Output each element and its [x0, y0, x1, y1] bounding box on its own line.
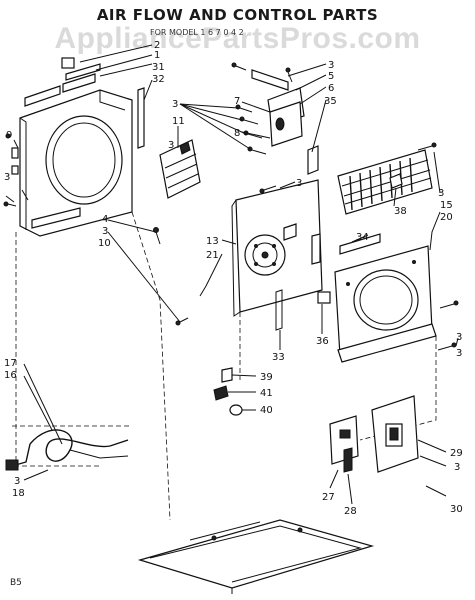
callout-9: 9 — [6, 130, 12, 141]
callout-29: 29 — [450, 448, 463, 459]
callout-41: 41 — [260, 388, 273, 399]
callout-8: 8 — [234, 128, 240, 139]
callout-17: 17 — [4, 358, 17, 369]
small-block-part[interactable] — [317, 291, 331, 304]
vertical-rod-part[interactable] — [137, 87, 145, 149]
base-pan-part[interactable] — [137, 519, 375, 594]
callout-3-top-right: 3 — [328, 60, 334, 71]
control-box-part[interactable] — [329, 395, 419, 473]
front-housing-part[interactable] — [19, 89, 133, 237]
side-clip-parts[interactable] — [5, 133, 19, 203]
callout-40: 40 — [260, 405, 273, 416]
callout-4: 4 — [102, 214, 108, 225]
callout-1: 1 — [154, 50, 160, 61]
cabinet-outline — [12, 211, 437, 521]
callout-33: 33 — [272, 352, 285, 363]
coil-grille-part[interactable] — [337, 149, 433, 215]
callout-34: 34 — [356, 232, 369, 243]
callout-2: 2 — [154, 40, 160, 51]
top-strip-parts[interactable] — [24, 57, 101, 107]
callout-27: 27 — [322, 492, 335, 503]
diagram-title: AIR FLOW AND CONTROL PARTS — [96, 6, 379, 24]
callout-21: 21 — [206, 250, 219, 261]
knob-parts[interactable] — [213, 367, 243, 416]
callout-28: 28 — [344, 506, 357, 517]
leader-lines — [13, 44, 459, 505]
callout-30: 30 — [450, 504, 463, 515]
callout-3-left: 3 — [4, 172, 10, 183]
callout-7: 7 — [234, 96, 240, 107]
bottom-strip-part[interactable] — [31, 207, 81, 229]
callout-16: 16 — [4, 370, 17, 381]
callout-3-cord: 3 — [14, 476, 20, 487]
callout-3-mid: 3 — [296, 178, 302, 189]
callout-36: 36 — [316, 336, 329, 347]
strip-34-part[interactable] — [339, 233, 381, 255]
callout-5: 5 — [328, 71, 334, 82]
callout-10: 10 — [98, 238, 111, 249]
callout-20: 20 — [440, 212, 453, 223]
model-subtitle: FOR MODEL 1 6 7 0 4 2 — [150, 28, 244, 37]
power-cord-part[interactable] — [5, 429, 129, 471]
callout-3-center: 3 — [172, 99, 178, 110]
center-partition-part[interactable] — [231, 179, 323, 331]
callout-35: 35 — [324, 96, 337, 107]
callout-32: 32 — [152, 74, 165, 85]
callout-3-rear-a: 3 — [456, 332, 462, 343]
rear-panel-part[interactable] — [334, 245, 437, 363]
corner-code: B5 — [10, 578, 22, 588]
callout-18: 18 — [12, 488, 25, 499]
air-damper-part[interactable] — [159, 139, 201, 199]
callout-11: 11 — [172, 116, 185, 127]
callout-3-rear-b: 3 — [456, 348, 462, 359]
small-clip-part[interactable] — [389, 173, 403, 189]
callout-labels: 2 1 31 32 3 5 6 35 3 7 8 11 9 3 3 3 15 2… — [4, 40, 463, 517]
callout-6: 6 — [328, 83, 334, 94]
callout-15: 15 — [440, 200, 453, 211]
top-bracket-part[interactable] — [251, 69, 319, 175]
callout-13: 13 — [206, 236, 219, 247]
callout-3-front: 3 — [102, 226, 108, 237]
callout-38: 38 — [394, 206, 407, 217]
callout-31: 31 — [152, 62, 165, 73]
screws[interactable] — [3, 62, 459, 351]
callout-3-damper: 3 — [168, 140, 174, 151]
callout-39: 39 — [260, 372, 273, 383]
callout-3-control: 3 — [454, 462, 460, 473]
callout-3-grille: 3 — [438, 188, 444, 199]
watermark: AppliancePartsPros.com — [54, 22, 421, 55]
